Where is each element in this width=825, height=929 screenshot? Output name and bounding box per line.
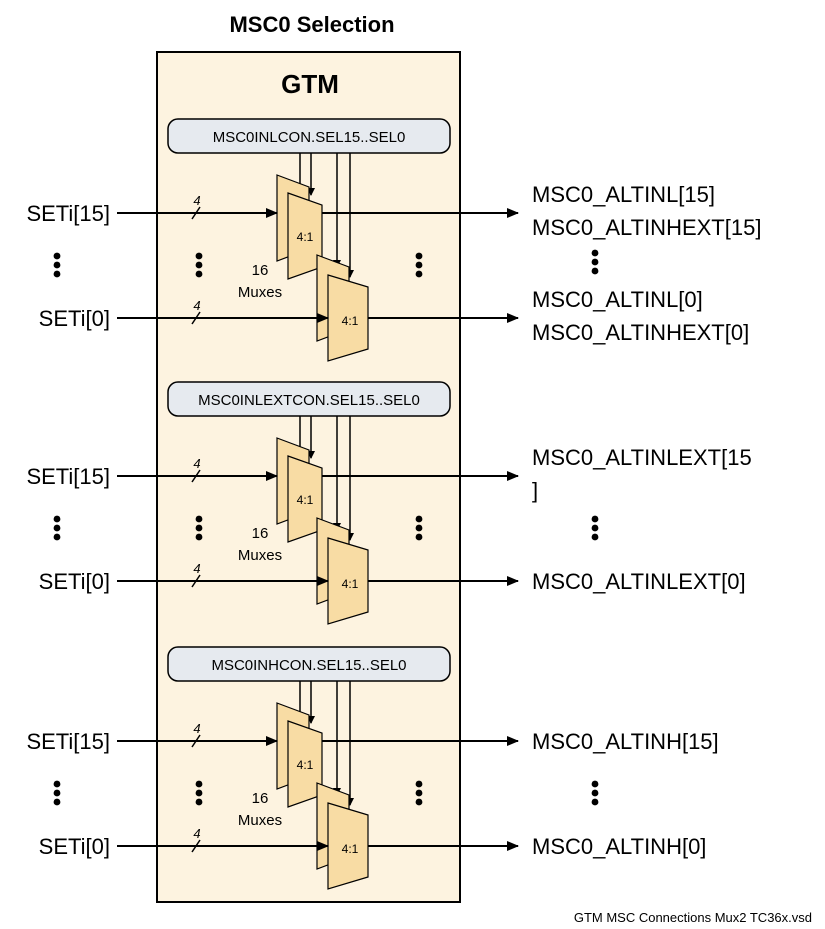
bus-width-label: 4 [193,298,200,313]
gtm-label: GTM [281,69,339,99]
bus-slash [191,206,201,220]
diagram-title: MSC0 Selection [229,12,394,37]
mux-ratio-label-top: 4:1 [297,493,314,507]
bus-width-label: 4 [193,721,200,736]
bus-slash [191,574,201,588]
ellipsis-inside-left [195,252,203,278]
bus-width-label: 4 [193,193,200,208]
output-label-top-1: MSC0_ALTINL[15] [532,182,715,207]
ellipsis-inputs [53,515,61,541]
select-register-label: MSC0INHCON.SEL15..SEL0 [211,657,406,674]
mux-ratio-label-bottom: 4:1 [342,842,359,856]
ellipsis-inside-right [415,252,423,278]
mux-groups: MSC0INLCON.SEL15..SEL04:14:144SETi[15]SE… [26,118,761,890]
ellipsis-inputs [53,780,61,806]
ellipsis-outputs [591,515,599,541]
mux-front-bottom [327,274,369,362]
select-register-box [167,118,451,154]
mux-group-1: MSC0INLCON.SEL15..SEL04:14:144SETi[15]SE… [26,118,761,362]
bus-slash [191,839,201,853]
output-label-bottom-2: MSC0_ALTINHEXT[0] [532,320,749,345]
bus-slash [191,734,201,748]
mux-ratio-label-bottom: 4:1 [342,577,359,591]
mux-count-label: Muxes [238,547,282,564]
output-label-bottom: MSC0_ALTINH[0] [532,834,706,859]
output-label-bottom-1: MSC0_ALTINL[0] [532,287,703,312]
input-label-bottom: SETi[0] [39,569,110,594]
mux-count-number: 16 [252,790,269,807]
ellipsis-inside-left [195,780,203,806]
mux-front-bottom [327,802,369,890]
input-label-top: SETi[15] [26,464,110,489]
ellipsis-inside-right [415,780,423,806]
mux-group-2: MSC0INLEXTCON.SEL15..SEL04:14:144SETi[15… [26,381,752,625]
footer-filename: GTM MSC Connections Mux2 TC36x.vsd [574,910,812,925]
input-label-top: SETi[15] [26,729,110,754]
select-register-label: MSC0INLEXTCON.SEL15..SEL0 [198,392,420,409]
bus-slash [191,469,201,483]
mux-ratio-label-top: 4:1 [297,758,314,772]
ellipsis-inside-right [415,515,423,541]
ellipsis-inputs [53,252,61,278]
mux-count-number: 16 [252,262,269,279]
select-register-box [167,381,451,417]
mux-group-3: MSC0INHCON.SEL15..SEL04:14:144SETi[15]SE… [26,646,719,890]
mux-ratio-label-top: 4:1 [297,230,314,244]
output-label-top-2: MSC0_ALTINHEXT[15] [532,215,761,240]
ellipsis-outputs [591,249,599,275]
ellipsis-inside-left [195,515,203,541]
bus-width-label: 4 [193,456,200,471]
ellipsis-outputs [591,780,599,806]
select-register-label: MSC0INLCON.SEL15..SEL0 [213,129,406,146]
bus-width-label: 4 [193,826,200,841]
bus-width-label: 4 [193,561,200,576]
output-label-top-1: MSC0_ALTINLEXT[15 [532,445,752,470]
input-label-bottom: SETi[0] [39,306,110,331]
output-label-top-2: ] [532,478,538,503]
mux-count-number: 16 [252,525,269,542]
bus-slash [191,311,201,325]
input-label-bottom: SETi[0] [39,834,110,859]
mux-front-bottom [327,537,369,625]
mux-count-label: Muxes [238,284,282,301]
input-label-top: SETi[15] [26,201,110,226]
mux-count-label: Muxes [238,812,282,829]
select-register-box [167,646,451,682]
output-label-top: MSC0_ALTINH[15] [532,729,719,754]
output-label-bottom: MSC0_ALTINLEXT[0] [532,569,746,594]
mux-ratio-label-bottom: 4:1 [342,314,359,328]
